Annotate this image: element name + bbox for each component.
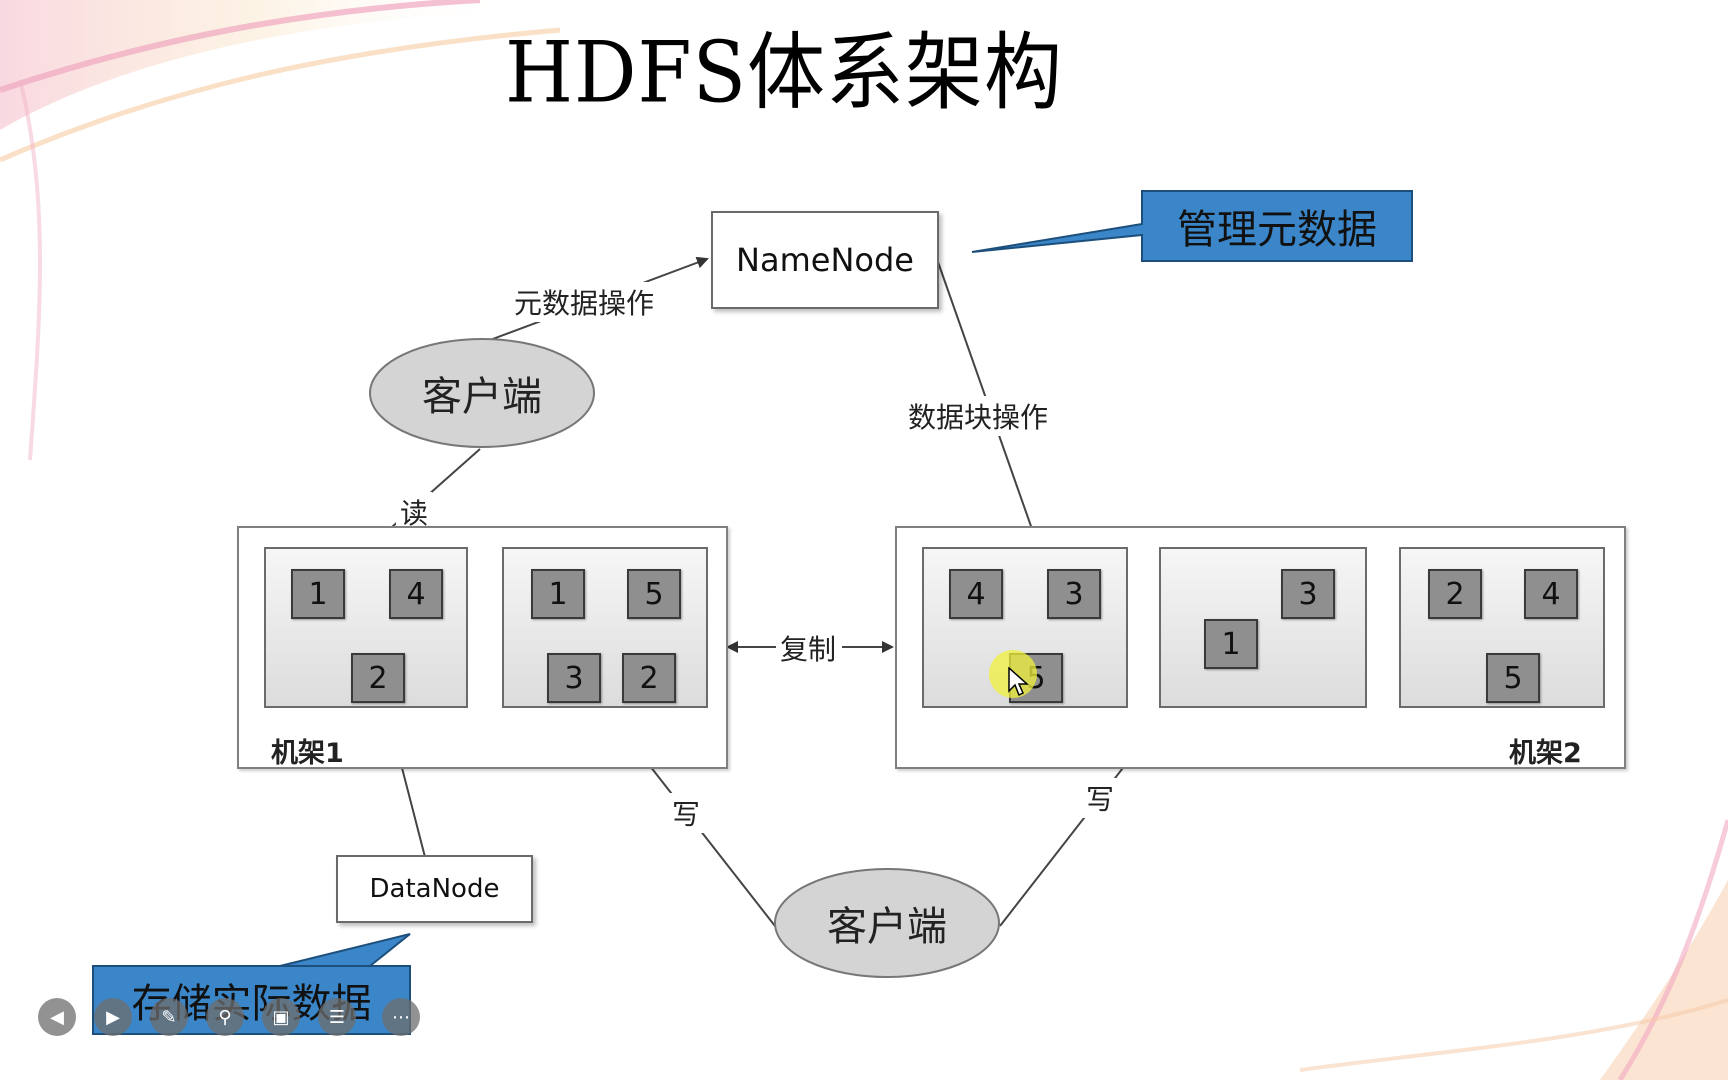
metadata-callout-shape <box>971 190 1413 262</box>
metadata-callout-text: 管理元数据 <box>1177 207 1377 253</box>
client-top-label: 客户端 <box>422 374 542 420</box>
datanode-label: DataNode <box>369 874 500 904</box>
block: 4 <box>949 569 1003 619</box>
block: 3 <box>1047 569 1101 619</box>
rack-1-label: 机架1 <box>271 738 344 769</box>
slide-title: HDFS体系架构 <box>504 24 1064 123</box>
write-right-label: 写 <box>1082 778 1119 818</box>
block: 4 <box>389 569 443 619</box>
read-label: 读 <box>396 492 433 532</box>
block: 4 <box>1524 569 1578 619</box>
block: 1 <box>291 569 345 619</box>
camera-icon[interactable]: ▣ <box>262 998 300 1036</box>
rack-1: 1 4 2 1 5 3 2 机架1 <box>237 526 728 769</box>
datanode-box: DataNode <box>336 855 533 923</box>
block: 5 <box>627 569 681 619</box>
block: 1 <box>1204 619 1258 669</box>
block: 3 <box>1281 569 1335 619</box>
datanode-2-1: 4 3 5 <box>922 547 1128 708</box>
zoom-icon[interactable]: ⚲ <box>206 998 244 1036</box>
block: 3 <box>547 653 601 703</box>
block: 2 <box>1428 569 1482 619</box>
block-ops-label: 数据块操作 <box>904 396 1053 436</box>
namenode-box: NameNode <box>711 211 939 309</box>
block: 1 <box>531 569 585 619</box>
client-top-ellipse <box>369 338 595 448</box>
metadata-ops-label: 元数据操作 <box>510 282 659 322</box>
mouse-cursor-icon <box>1008 667 1029 697</box>
more-icon[interactable]: ⋯ <box>382 998 420 1036</box>
player-controls: ◀ ▶ ✎ ⚲ ▣ ☰ ⋯ <box>38 998 420 1036</box>
datanode-2-3: 2 4 5 <box>1399 547 1605 708</box>
namenode-label: NameNode <box>736 241 914 279</box>
client-bottom-label: 客户端 <box>827 904 947 950</box>
prev-icon[interactable]: ◀ <box>38 998 76 1036</box>
write-left-label: 写 <box>668 793 705 833</box>
rack-2: 4 3 5 3 1 2 4 5 机架2 <box>895 526 1626 769</box>
datanode-1-1: 1 4 2 <box>264 547 468 708</box>
play-icon[interactable]: ▶ <box>94 998 132 1036</box>
menu-icon[interactable]: ☰ <box>318 998 356 1036</box>
block: 5 <box>1486 653 1540 703</box>
block: 2 <box>622 653 676 703</box>
block: 2 <box>351 653 405 703</box>
datanode-1-2: 1 5 3 2 <box>502 547 708 708</box>
client-bottom-ellipse <box>774 868 1000 978</box>
replicate-label: 复制 <box>776 628 841 668</box>
datanode-2-2: 3 1 <box>1159 547 1367 708</box>
rack-2-label: 机架2 <box>1509 738 1582 769</box>
pen-icon[interactable]: ✎ <box>150 998 188 1036</box>
